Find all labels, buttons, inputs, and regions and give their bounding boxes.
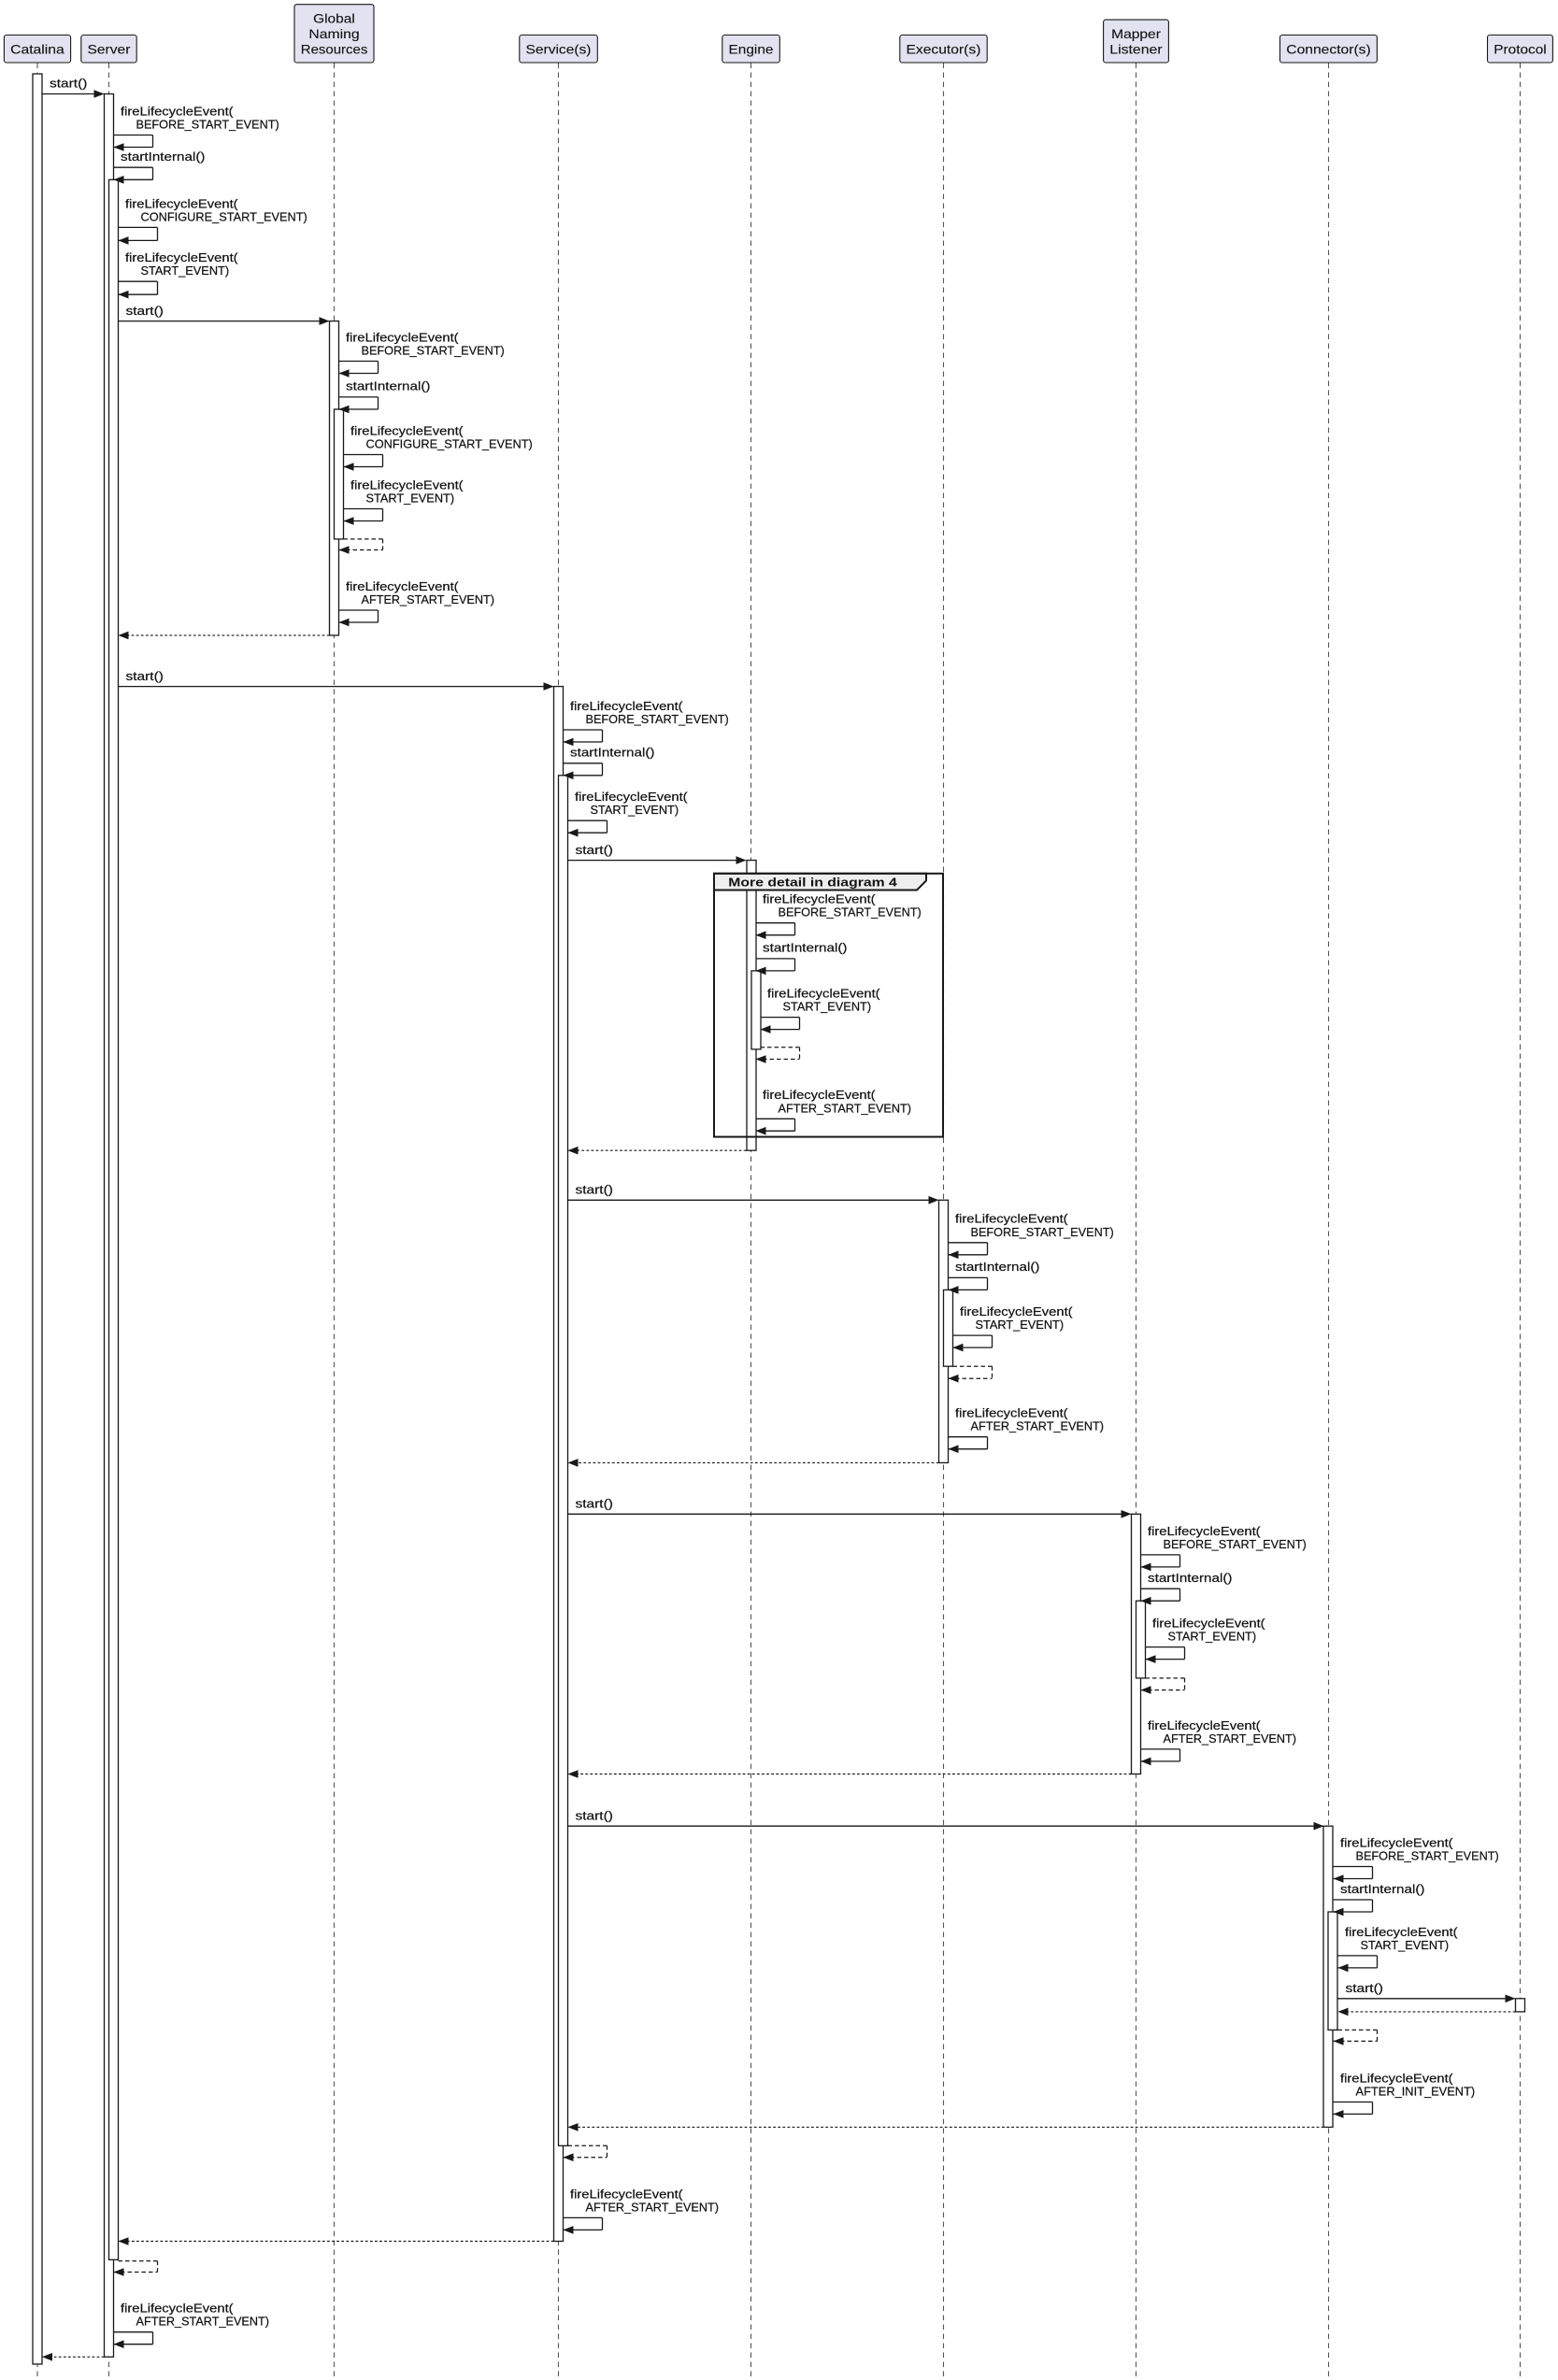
svg-text:BEFORE_START_EVENT): BEFORE_START_EVENT) xyxy=(779,905,922,919)
svg-text:fireLifecycleEvent(: fireLifecycleEvent( xyxy=(1345,1925,1458,1939)
svg-text:startInternal(): startInternal() xyxy=(1340,1882,1425,1896)
svg-text:Catalina: Catalina xyxy=(10,41,64,56)
svg-text:startInternal(): startInternal() xyxy=(1148,1571,1233,1585)
svg-text:fireLifecycleEvent(: fireLifecycleEvent( xyxy=(570,2187,683,2201)
svg-text:start(): start() xyxy=(50,77,87,91)
svg-text:START_EVENT): START_EVENT) xyxy=(1361,1938,1450,1952)
svg-text:AFTER_START_EVENT): AFTER_START_EVENT) xyxy=(971,1419,1105,1433)
svg-text:startInternal(): startInternal() xyxy=(570,746,655,760)
svg-text:fireLifecycleEvent(: fireLifecycleEvent( xyxy=(1340,1835,1453,1849)
svg-text:Naming: Naming xyxy=(308,26,359,41)
svg-text:CONFIGURE_START_EVENT): CONFIGURE_START_EVENT) xyxy=(366,437,533,451)
svg-text:START_EVENT): START_EVENT) xyxy=(1168,1630,1257,1644)
svg-text:fireLifecycleEvent(: fireLifecycleEvent( xyxy=(960,1304,1073,1318)
svg-text:Resources: Resources xyxy=(301,41,368,56)
svg-text:start(): start() xyxy=(576,1183,613,1197)
svg-text:START_EVENT): START_EVENT) xyxy=(976,1318,1065,1332)
svg-text:AFTER_START_EVENT): AFTER_START_EVENT) xyxy=(362,592,495,606)
svg-text:Executor(s): Executor(s) xyxy=(907,41,981,56)
svg-text:fireLifecycleEvent(: fireLifecycleEvent( xyxy=(955,1212,1068,1226)
svg-text:AFTER_INIT_EVENT): AFTER_INIT_EVENT) xyxy=(1356,2085,1476,2099)
svg-text:START_EVENT): START_EVENT) xyxy=(141,264,230,278)
svg-text:Connector(s): Connector(s) xyxy=(1286,41,1370,56)
svg-text:fireLifecycleEvent(: fireLifecycleEvent( xyxy=(955,1406,1068,1420)
svg-text:Service(s): Service(s) xyxy=(526,41,592,56)
svg-text:fireLifecycleEvent(: fireLifecycleEvent( xyxy=(121,104,234,118)
svg-text:CONFIGURE_START_EVENT): CONFIGURE_START_EVENT) xyxy=(141,209,307,223)
svg-text:BEFORE_START_EVENT): BEFORE_START_EVENT) xyxy=(136,118,279,132)
svg-text:Listener: Listener xyxy=(1109,41,1163,56)
svg-text:startInternal(): startInternal() xyxy=(955,1260,1040,1274)
svg-text:AFTER_START_EVENT): AFTER_START_EVENT) xyxy=(136,2315,270,2329)
svg-text:START_EVENT): START_EVENT) xyxy=(591,803,679,817)
svg-text:fireLifecycleEvent(: fireLifecycleEvent( xyxy=(575,790,688,804)
svg-text:fireLifecycleEvent(: fireLifecycleEvent( xyxy=(346,330,459,344)
svg-text:start(): start() xyxy=(576,1808,613,1822)
svg-text:fireLifecycleEvent(: fireLifecycleEvent( xyxy=(1148,1718,1261,1732)
svg-text:START_EVENT): START_EVENT) xyxy=(366,492,455,506)
svg-text:Server: Server xyxy=(88,41,131,56)
svg-text:fireLifecycleEvent(: fireLifecycleEvent( xyxy=(125,250,238,264)
svg-text:fireLifecycleEvent(: fireLifecycleEvent( xyxy=(1148,1524,1261,1538)
svg-text:AFTER_START_EVENT): AFTER_START_EVENT) xyxy=(1164,1732,1297,1746)
svg-text:start(): start() xyxy=(1346,1981,1383,1995)
svg-text:fireLifecycleEvent(: fireLifecycleEvent( xyxy=(763,892,876,906)
svg-text:BEFORE_START_EVENT): BEFORE_START_EVENT) xyxy=(971,1225,1114,1239)
svg-text:start(): start() xyxy=(126,669,164,683)
svg-text:Protocol: Protocol xyxy=(1494,41,1546,56)
svg-text:start(): start() xyxy=(126,304,164,318)
svg-text:Engine: Engine xyxy=(729,41,774,56)
svg-text:AFTER_START_EVENT): AFTER_START_EVENT) xyxy=(779,1101,912,1115)
svg-text:BEFORE_START_EVENT): BEFORE_START_EVENT) xyxy=(1356,1849,1499,1863)
svg-text:fireLifecycleEvent(: fireLifecycleEvent( xyxy=(350,477,464,492)
svg-text:startInternal(): startInternal() xyxy=(346,379,431,393)
svg-text:fireLifecycleEvent(: fireLifecycleEvent( xyxy=(763,1088,876,1102)
svg-text:fireLifecycleEvent(: fireLifecycleEvent( xyxy=(346,579,459,593)
svg-text:START_EVENT): START_EVENT) xyxy=(783,1000,872,1014)
svg-text:BEFORE_START_EVENT): BEFORE_START_EVENT) xyxy=(586,712,729,726)
svg-text:Global: Global xyxy=(313,11,355,26)
svg-text:fireLifecycleEvent(: fireLifecycleEvent( xyxy=(1340,2071,1453,2085)
svg-text:fireLifecycleEvent(: fireLifecycleEvent( xyxy=(350,423,464,437)
svg-text:start(): start() xyxy=(576,843,613,857)
svg-text:Mapper: Mapper xyxy=(1111,26,1161,41)
svg-text:fireLifecycleEvent(: fireLifecycleEvent( xyxy=(121,2302,234,2316)
svg-text:startInternal(): startInternal() xyxy=(121,150,206,164)
svg-text:start(): start() xyxy=(576,1497,613,1511)
svg-text:fireLifecycleEvent(: fireLifecycleEvent( xyxy=(767,987,880,1001)
svg-text:More detail in diagram 4: More detail in diagram 4 xyxy=(728,876,897,890)
svg-text:startInternal(): startInternal() xyxy=(763,941,848,955)
svg-text:BEFORE_START_EVENT): BEFORE_START_EVENT) xyxy=(1164,1537,1307,1551)
svg-text:fireLifecycleEvent(: fireLifecycleEvent( xyxy=(1152,1617,1265,1631)
svg-text:AFTER_START_EVENT): AFTER_START_EVENT) xyxy=(586,2200,720,2214)
svg-text:fireLifecycleEvent(: fireLifecycleEvent( xyxy=(125,196,238,210)
svg-text:fireLifecycleEvent(: fireLifecycleEvent( xyxy=(570,699,683,713)
svg-text:BEFORE_START_EVENT): BEFORE_START_EVENT) xyxy=(362,344,505,358)
